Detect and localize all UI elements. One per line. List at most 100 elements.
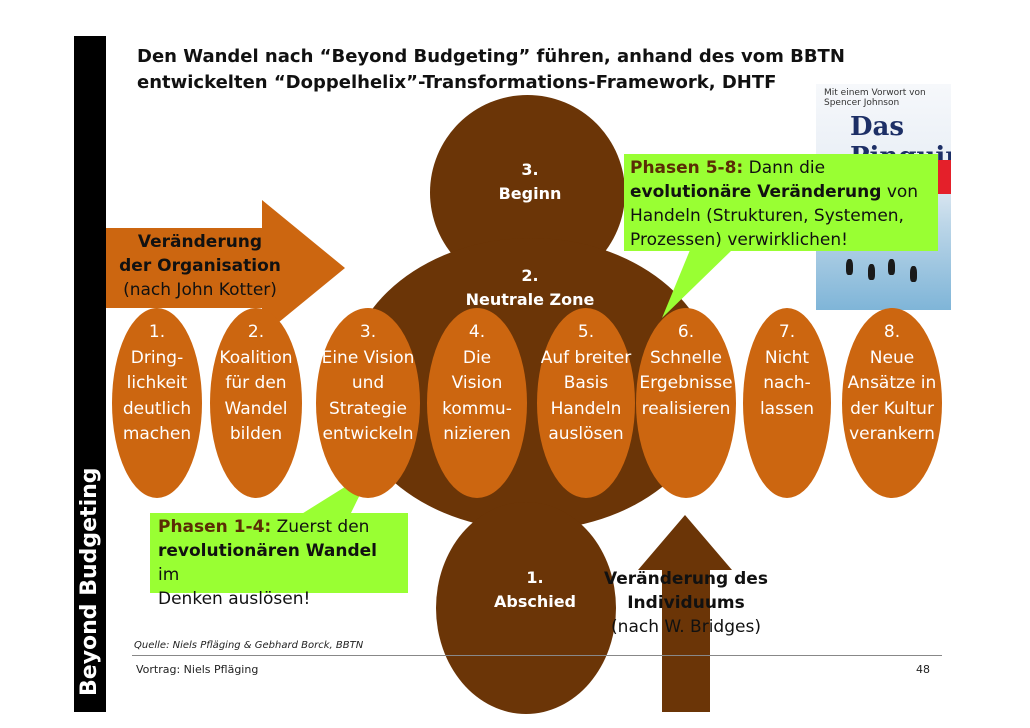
step-line: kommu- [442, 398, 512, 419]
step-line: Ansätze in [847, 373, 937, 393]
step-line: lassen [759, 398, 815, 419]
step-line: Wandel [224, 398, 288, 419]
step-line: deutlich [122, 398, 192, 419]
step-num: 3. [359, 322, 377, 342]
individual-change-line1: Veränderung des [604, 569, 768, 589]
step-oval-1 [112, 308, 202, 498]
step-line: Eine Vision [321, 347, 415, 368]
step-6: 6. Schnelle Ergebnisse realisieren [636, 320, 736, 422]
org-change-line2: der Organisation [119, 256, 281, 276]
callout-top-text2: von [881, 182, 919, 202]
footer-presenter: Vortrag: Niels Pfläging [136, 663, 259, 676]
step-num: 8. [883, 322, 901, 342]
step-3: 3. Eine Vision und Strategie entwickeln [316, 320, 420, 448]
bubble-top-tail [662, 250, 732, 318]
step-line: Ergebnisse [639, 373, 733, 393]
step-num: 5. [577, 322, 595, 342]
step-line: entwickeln [322, 424, 414, 444]
callout-top-line4: Prozessen) verwirklichen! [630, 230, 848, 250]
step-1: 1. Dring- lichkeit deutlich machen [112, 320, 202, 448]
zone-abschied-text: Abschied [493, 592, 577, 611]
step-line: realisieren [641, 398, 731, 419]
zone-neutral-label: 2. Neutrale Zone [440, 264, 620, 312]
penguin-icon [910, 266, 917, 282]
org-change-arrow [106, 200, 345, 336]
step-7: 7. Nicht nach- lassen [743, 320, 831, 422]
step-line: für den [225, 373, 287, 393]
step-num: 6. [677, 322, 695, 342]
step-oval-3 [316, 308, 420, 498]
individual-change-arrow [638, 515, 732, 712]
step-2: 2. Koalition für den Wandel bilden [210, 320, 302, 448]
callout-bottom-line3: Denken auslösen! [158, 589, 311, 609]
zone-abschied-label: 1. Abschied [475, 566, 595, 614]
step-line: Auf breiter [540, 347, 632, 368]
step-oval-6 [636, 308, 736, 498]
step-oval-7 [743, 308, 831, 498]
step-line: auslösen [548, 424, 624, 444]
penguin-icon [846, 259, 853, 275]
callout-phases-5-8: Phasen 5-8: Dann die evolutionäre Veränd… [624, 154, 938, 251]
book-top-text: Mit einem Vorwort von Spencer Johnson [824, 88, 926, 108]
title-line-2: entwickelten “Doppelhelix”-Transformatio… [137, 72, 777, 93]
individual-change-line2: Individuums [627, 593, 745, 613]
zone-beginn-num: 3. [521, 160, 539, 179]
callout-phases-1-4: Phasen 1-4: Zuerst den revolutionären Wa… [150, 513, 408, 609]
step-8: 8. Neue Ansätze in der Kultur verankern [842, 320, 942, 448]
step-oval-4 [427, 308, 527, 498]
org-change-line3: (nach John Kotter) [123, 280, 277, 300]
step-line: verankern [849, 424, 935, 444]
sidebar-bar [74, 36, 106, 712]
zone-beginn-label: 3. Beginn [480, 158, 580, 206]
penguin-icon [868, 264, 875, 280]
callout-top-bold: evolutionäre Veränderung [630, 182, 882, 202]
step-line: machen [122, 424, 192, 444]
callout-bottom-text1: Zuerst den [271, 517, 370, 537]
step-line: Dring- [130, 347, 184, 368]
org-change-label: Veränderung der Organisation (nach John … [112, 230, 288, 302]
title-line-1: Den Wandel nach “Beyond Budgeting” führe… [137, 46, 845, 67]
step-line: Neue [869, 347, 915, 368]
step-num: 7. [778, 322, 796, 342]
step-line: Schnelle [649, 347, 723, 368]
step-num: 4. [468, 322, 486, 342]
zone-abschied-circle [436, 502, 616, 714]
callout-bottom-text2: im [158, 565, 180, 585]
step-line: Handeln [550, 398, 622, 419]
step-line: nizieren [443, 424, 511, 444]
zone-beginn-text: Beginn [498, 184, 562, 203]
zone-neutral-text: Neutrale Zone [465, 290, 595, 309]
individual-change-label: Veränderung des Individuums (nach W. Bri… [596, 567, 776, 639]
step-line: und [351, 373, 385, 393]
callout-top-prefix: Phasen 5-8: [630, 158, 744, 178]
callout-top-text1: Dann die [743, 158, 826, 178]
zone-neutral-num: 2. [521, 266, 539, 285]
book-sticker [934, 160, 951, 194]
step-line: Basis [563, 373, 609, 393]
footer-divider [132, 655, 942, 656]
source-note: Quelle: Niels Pfläging & Gebhard Borck, … [134, 640, 364, 651]
step-5: 5. Auf breiter Basis Handeln auslösen [537, 320, 635, 448]
zone-abschied-num: 1. [526, 568, 544, 587]
callout-bottom-prefix: Phasen 1-4: [158, 517, 272, 537]
step-line: Strategie [329, 398, 407, 419]
step-oval-5 [537, 308, 635, 498]
callout-bottom-bold: revolutionären Wandel [158, 541, 377, 561]
page-title: Den Wandel nach “Beyond Budgeting” führe… [137, 44, 897, 96]
step-line: bilden [229, 424, 283, 444]
step-line: Vision [451, 373, 503, 393]
step-num: 2. [247, 322, 265, 342]
callout-top-line3: Handeln (Strukturen, Systemen, [630, 206, 904, 226]
step-oval-8 [842, 308, 942, 498]
penguin-icon [888, 259, 895, 275]
page-number: 48 [916, 663, 930, 676]
step-4: 4. Die Vision kommu- nizieren [427, 320, 527, 448]
org-change-line1: Veränderung [137, 232, 263, 252]
individual-change-line3: (nach W. Bridges) [611, 617, 761, 637]
step-oval-2 [210, 308, 302, 498]
step-line: nach- [763, 373, 811, 393]
step-line: Koalition [219, 347, 293, 368]
step-line: Die [462, 347, 492, 368]
step-num: 1. [148, 322, 166, 342]
